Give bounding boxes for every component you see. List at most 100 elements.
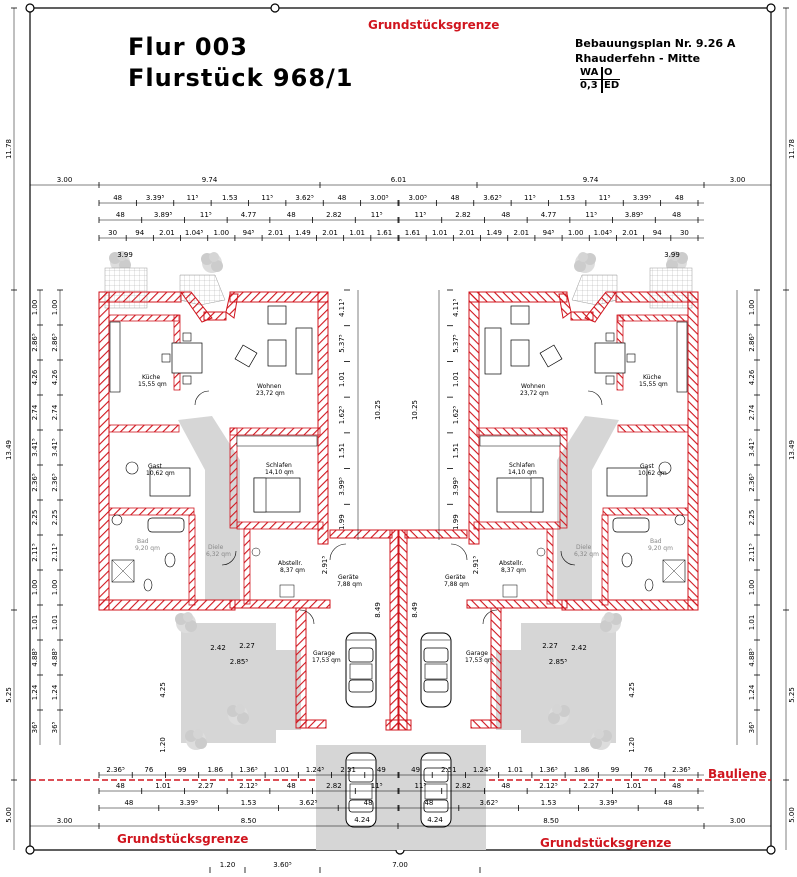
dim-brow2-m5: 2.82 (455, 782, 471, 790)
dim-left-inner2-7: 2.11⁵ (31, 543, 39, 562)
room-area-gast-left: 10,62 qm (146, 470, 175, 477)
dim-left-vert-1: 13.49 (5, 440, 13, 460)
dim-left-inner2-12: 36⁵ (31, 721, 39, 733)
dim-brow1-0: 2.36⁵ (106, 766, 125, 774)
dim-row3-1: 94 (135, 229, 144, 237)
dim-right-inner-10: 4.88⁵ (748, 648, 756, 667)
room-area-abstellr-left: 8,37 qm (280, 567, 305, 574)
zoning-box: WA O 0,3 ED (580, 67, 620, 93)
dim-row3-m4: 1.00 (568, 229, 584, 237)
dim-brow2-m0: 48 (672, 782, 681, 790)
dim-right-vert-1: 13.49 (788, 440, 796, 460)
dim-brow2-4: 48 (287, 782, 296, 790)
dim-row3-5: 94⁵ (243, 229, 255, 237)
dim-row3-m0: 30 (680, 229, 689, 237)
room-area-diele-right: 6,32 qm (574, 551, 599, 558)
room-area-gast-right: 10,62 qm (638, 470, 667, 477)
dim-center-2: 1.01 (338, 371, 346, 387)
dim-bottom-extra-1: 3.60⁵ (273, 861, 292, 869)
dim-right-inner-4: 3.41⁵ (748, 438, 756, 457)
dim-row3-m10: 1.61 (405, 229, 421, 237)
dim-overall-top-0: 3.00 (57, 176, 73, 184)
dim-row1-m3: 1.53 (559, 194, 575, 202)
boundary-label-top: Grundstücksgrenze (368, 18, 500, 32)
dim-row1-m7: 3.00⁵ (408, 194, 427, 202)
room-label-garage-right: Garage (466, 650, 488, 657)
dim-row1-m6: 48 (451, 194, 460, 202)
dim-bottom-extra-2: 7.00 (392, 861, 408, 869)
dim-left-inner2-10: 4.88⁵ (31, 648, 39, 667)
dim-row3-3: 1.04⁵ (185, 229, 204, 237)
dim-brow3-0: 48 (124, 799, 133, 807)
dim-row1-m5: 3.62⁵ (483, 194, 502, 202)
zoning-o: O (604, 67, 613, 78)
dim-row3-2: 2.01 (159, 229, 175, 237)
room-area-kueche-left: 15,55 qm (138, 381, 167, 388)
dim-overall-top-1: 9.74 (202, 176, 218, 184)
room-area-garage-right: 17,53 qm (465, 657, 494, 664)
room-label-geraete-right: Geräte (445, 574, 466, 581)
room-area-bad-left: 9,20 qm (135, 545, 160, 552)
dim-row3-7: 1.49 (295, 229, 311, 237)
dim-left-inner2-3: 2.74 (31, 404, 39, 420)
dim-right-inner-12: 36⁵ (748, 721, 756, 733)
dim-center-849-l: 8.49 (374, 602, 382, 618)
dim-brow2-m3: 2.12⁵ (539, 782, 558, 790)
dim-center-m6: 1.99 (452, 514, 460, 530)
dim-center-1: 5.37⁵ (338, 334, 346, 353)
dim-terrace-425-r: 4.25 (628, 682, 636, 698)
dim-row3-10: 1.61 (377, 229, 393, 237)
dim-row3-m8: 2.01 (459, 229, 475, 237)
dim-center-gar-r: 2.91⁵ (472, 556, 480, 575)
dim-terrace-425-l: 4.25 (159, 682, 167, 698)
dim-row1-4: 11⁵ (261, 194, 273, 202)
dim-brow2-0: 48 (116, 782, 125, 790)
dim-overall-top-3: 9.74 (583, 176, 599, 184)
building-line-label: Bauliene (708, 767, 767, 781)
dim-row3-m6: 2.01 (514, 229, 530, 237)
dim-row3-4: 1.00 (214, 229, 230, 237)
dim-brow1-5: 1.01 (274, 766, 290, 774)
dim-left-inner2-4: 3.41⁵ (31, 438, 39, 457)
dim-terrace-3m: 2.42 (571, 644, 587, 652)
dim-brow2-m6: 11⁵ (414, 782, 426, 790)
dim-brow2-m4: 48 (501, 782, 510, 790)
dim-row3-0: 30 (108, 229, 117, 237)
dim-brow1-m3: 1.86 (574, 766, 590, 774)
dim-right-inner-7: 2.11⁵ (748, 543, 756, 562)
room-label-garage-left: Garage (313, 650, 335, 657)
dim-left-inner2-8: 1.00 (31, 580, 39, 596)
dim-center-849-r: 8.49 (411, 602, 419, 618)
room-area-schlafen-left: 14,10 qm (265, 469, 294, 476)
dim-left-inner2-5: 2.36⁵ (31, 473, 39, 492)
room-label-gast-left: Gast (148, 463, 162, 470)
dim-terrace-120-r: 1.20 (628, 737, 636, 753)
dim-row2-m1: 3.89⁵ (625, 211, 644, 219)
dim-row2-m2: 11⁵ (585, 211, 597, 219)
room-area-schlafen-right: 14,10 qm (508, 469, 537, 476)
room-area-abstellr-right: 8,37 qm (501, 567, 526, 574)
dim-right-inner-8: 1.00 (748, 580, 756, 596)
dim-row2-m4: 48 (501, 211, 510, 219)
dim-garage-front-r: 4.24 (427, 816, 443, 824)
dim-row1-m0: 48 (675, 194, 684, 202)
dim-brow1-4: 1.36⁵ (239, 766, 258, 774)
dim-brow3-3: 3.62⁵ (299, 799, 318, 807)
dim-row1-3: 1.53 (222, 194, 238, 202)
room-area-wohnen-right: 23,72 qm (520, 390, 549, 397)
dim-row3-m5: 94⁵ (543, 229, 555, 237)
dim-center-3: 1.62⁵ (338, 406, 346, 425)
dim-row1-1: 3.39⁵ (146, 194, 165, 202)
dim-center-m2: 1.01 (452, 371, 460, 387)
dim-overall-bottom-3: 3.00 (730, 817, 746, 825)
dim-brow3-m0: 48 (664, 799, 673, 807)
room-label-schlafen-right: Schlafen (509, 462, 535, 469)
dim-brow2-6: 11⁵ (371, 782, 383, 790)
room-label-diele-left: Diele (208, 544, 224, 551)
dim-brow1-m1: 76 (644, 766, 653, 774)
dim-row3-m7: 1.49 (486, 229, 502, 237)
dim-row2-5: 2.82 (326, 211, 342, 219)
dim-left-inner2-0: 1.00 (31, 300, 39, 316)
dim-row3-9: 1.01 (349, 229, 365, 237)
